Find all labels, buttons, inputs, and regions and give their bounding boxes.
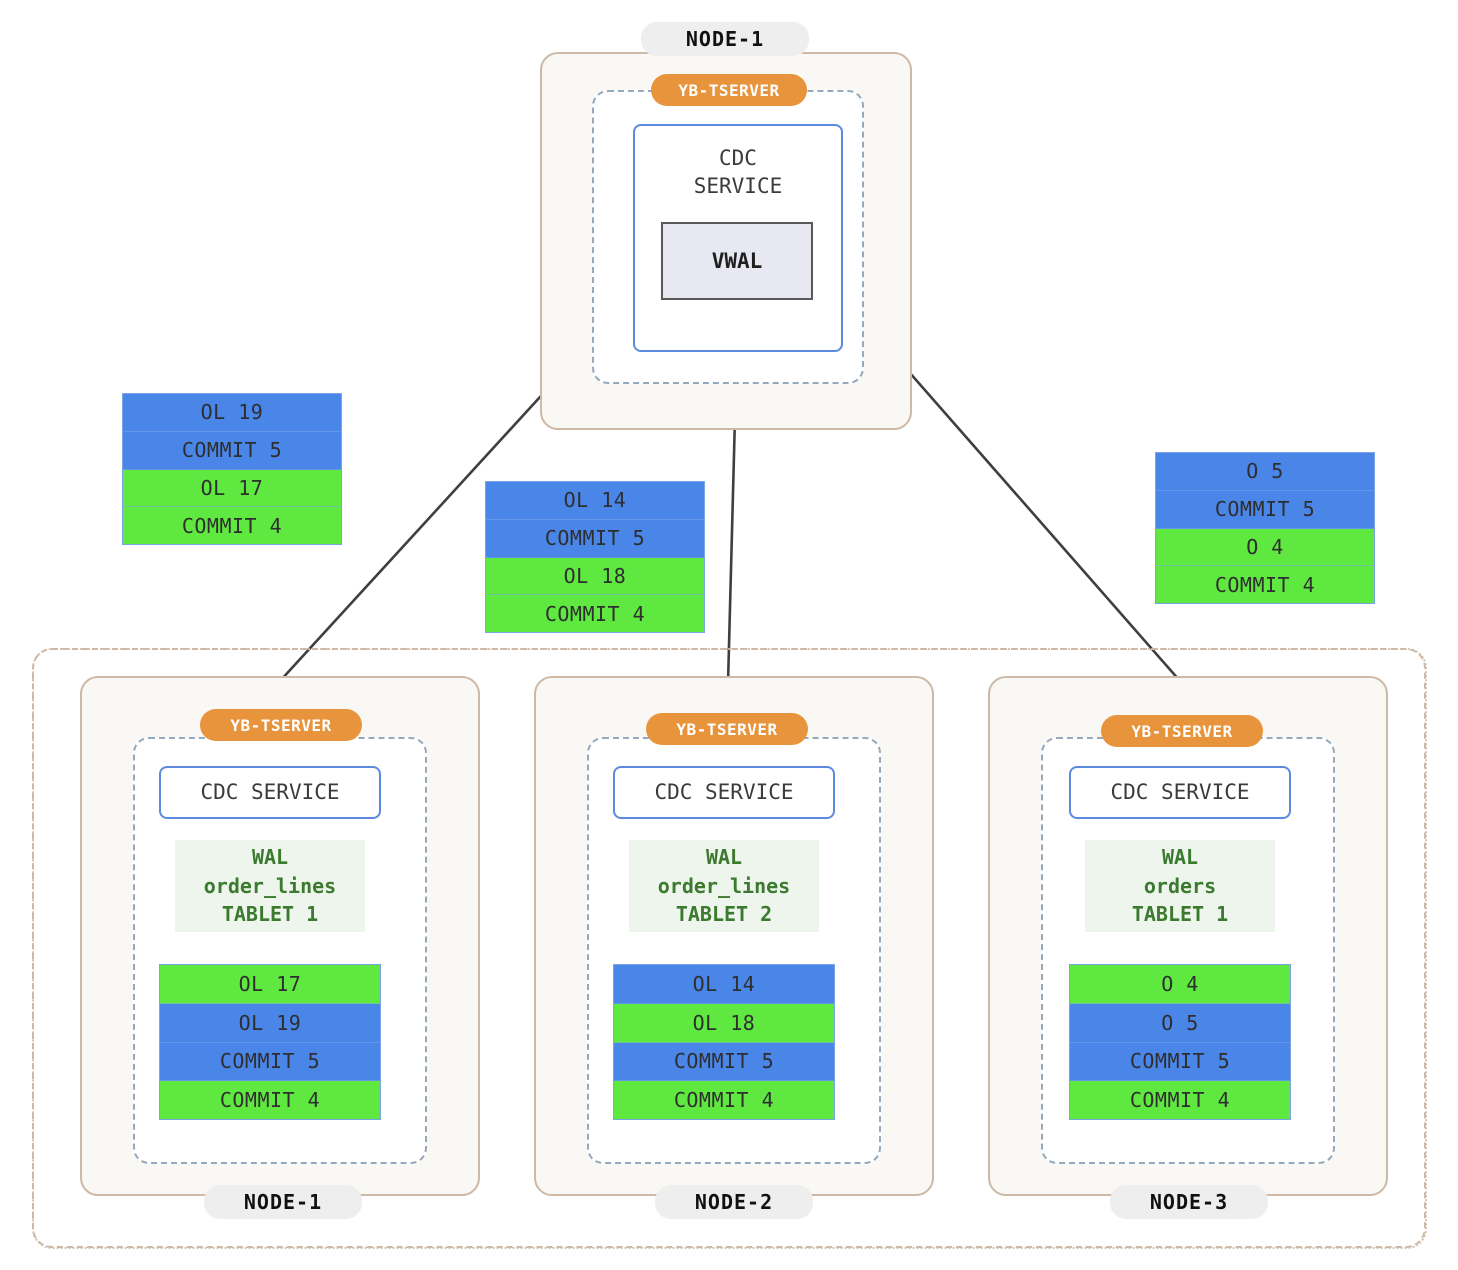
wal-line-2: orders — [1143, 873, 1217, 898]
record-row: OL 19 — [160, 1003, 380, 1043]
record-row: OL 18 — [614, 1003, 834, 1043]
record-row: COMMIT 5 — [486, 519, 704, 558]
record-row: COMMIT 4 — [614, 1081, 834, 1119]
wal-line-3: TABLET 2 — [675, 902, 773, 927]
vwal-box: VWAL — [661, 222, 813, 300]
cluster-outer-frame — [31, 647, 1427, 1249]
record-row: COMMIT 5 — [123, 431, 341, 470]
cluster-record-stack: O 4 O 5 COMMIT 5 COMMIT 4 — [1069, 964, 1291, 1120]
record-row: OL 18 — [486, 557, 704, 596]
cluster-node-label: NODE-1 — [204, 1185, 362, 1219]
record-row: OL 19 — [123, 394, 341, 432]
floating-stack-right: O 5 COMMIT 5 O 4 COMMIT 4 — [1155, 452, 1375, 604]
record-row: COMMIT 4 — [160, 1081, 380, 1119]
cluster-record-stack: OL 17 OL 19 COMMIT 5 COMMIT 4 — [159, 964, 381, 1120]
cluster-cdc-service-label: CDC SERVICE — [1110, 780, 1250, 805]
record-row: O 4 — [1070, 965, 1290, 1004]
wal-line-1: WAL — [705, 845, 743, 870]
record-row: COMMIT 4 — [486, 595, 704, 632]
cluster-wal-box: WAL orders TABLET 1 — [1085, 840, 1275, 932]
vwal-label: VWAL — [711, 249, 763, 273]
cluster-record-stack: OL 14 OL 18 COMMIT 5 COMMIT 4 — [613, 964, 835, 1120]
cluster-node-label-text: NODE-1 — [243, 1190, 323, 1214]
record-row: OL 14 — [486, 482, 704, 520]
cluster-tserver-badge: YB-TSERVER — [646, 713, 808, 745]
record-row: OL 17 — [123, 469, 341, 508]
cluster-cdc-service-label: CDC SERVICE — [200, 780, 340, 805]
cluster-cdc-service-label: CDC SERVICE — [654, 780, 794, 805]
cluster-wal-box: WAL order_lines TABLET 1 — [175, 840, 365, 932]
wal-line-1: WAL — [1161, 845, 1199, 870]
wal-line-2: order_lines — [203, 873, 337, 898]
record-row: OL 14 — [614, 965, 834, 1004]
record-row: COMMIT 5 — [614, 1042, 834, 1082]
top-node-label-text: NODE-1 — [685, 27, 765, 51]
cluster-node-label-text: NODE-3 — [1149, 1190, 1229, 1214]
record-row: O 4 — [1156, 528, 1374, 567]
record-row: O 5 — [1156, 453, 1374, 491]
floating-stack-middle: OL 14 COMMIT 5 OL 18 COMMIT 4 — [485, 481, 705, 633]
cluster-cdc-service-box: CDC SERVICE — [1069, 766, 1291, 819]
top-node-label: NODE-1 — [641, 22, 809, 56]
cluster-tserver-badge: YB-TSERVER — [1101, 715, 1263, 747]
wal-line-2: order_lines — [657, 873, 791, 898]
record-row: COMMIT 4 — [1070, 1081, 1290, 1119]
top-tserver-badge-text: YB-TSERVER — [678, 80, 780, 100]
record-row: COMMIT 5 — [160, 1042, 380, 1082]
cluster-cdc-service-box: CDC SERVICE — [159, 766, 381, 819]
cluster-node-label: NODE-3 — [1110, 1185, 1268, 1219]
record-row: OL 17 — [160, 965, 380, 1004]
record-row: COMMIT 5 — [1156, 490, 1374, 529]
top-cdc-service-label: CDC SERVICE — [693, 146, 783, 199]
cluster-tserver-badge-text: YB-TSERVER — [230, 715, 332, 735]
wal-line-3: TABLET 1 — [221, 902, 319, 927]
wal-line-3: TABLET 1 — [1131, 902, 1229, 927]
cluster-cdc-service-box: CDC SERVICE — [613, 766, 835, 819]
cluster-wal-box: WAL order_lines TABLET 2 — [629, 840, 819, 932]
record-row: COMMIT 5 — [1070, 1042, 1290, 1082]
cluster-tserver-badge-text: YB-TSERVER — [676, 719, 778, 739]
cluster-node-label-text: NODE-2 — [694, 1190, 774, 1214]
record-row: COMMIT 4 — [1156, 566, 1374, 603]
cluster-node-label: NODE-2 — [655, 1185, 813, 1219]
record-row: COMMIT 4 — [123, 507, 341, 544]
floating-stack-left: OL 19 COMMIT 5 OL 17 COMMIT 4 — [122, 393, 342, 545]
wal-line-1: WAL — [251, 845, 289, 870]
cluster-tserver-badge-text: YB-TSERVER — [1131, 721, 1233, 741]
top-tserver-badge: YB-TSERVER — [651, 74, 807, 106]
record-row: O 5 — [1070, 1003, 1290, 1043]
cluster-tserver-badge: YB-TSERVER — [200, 709, 362, 741]
